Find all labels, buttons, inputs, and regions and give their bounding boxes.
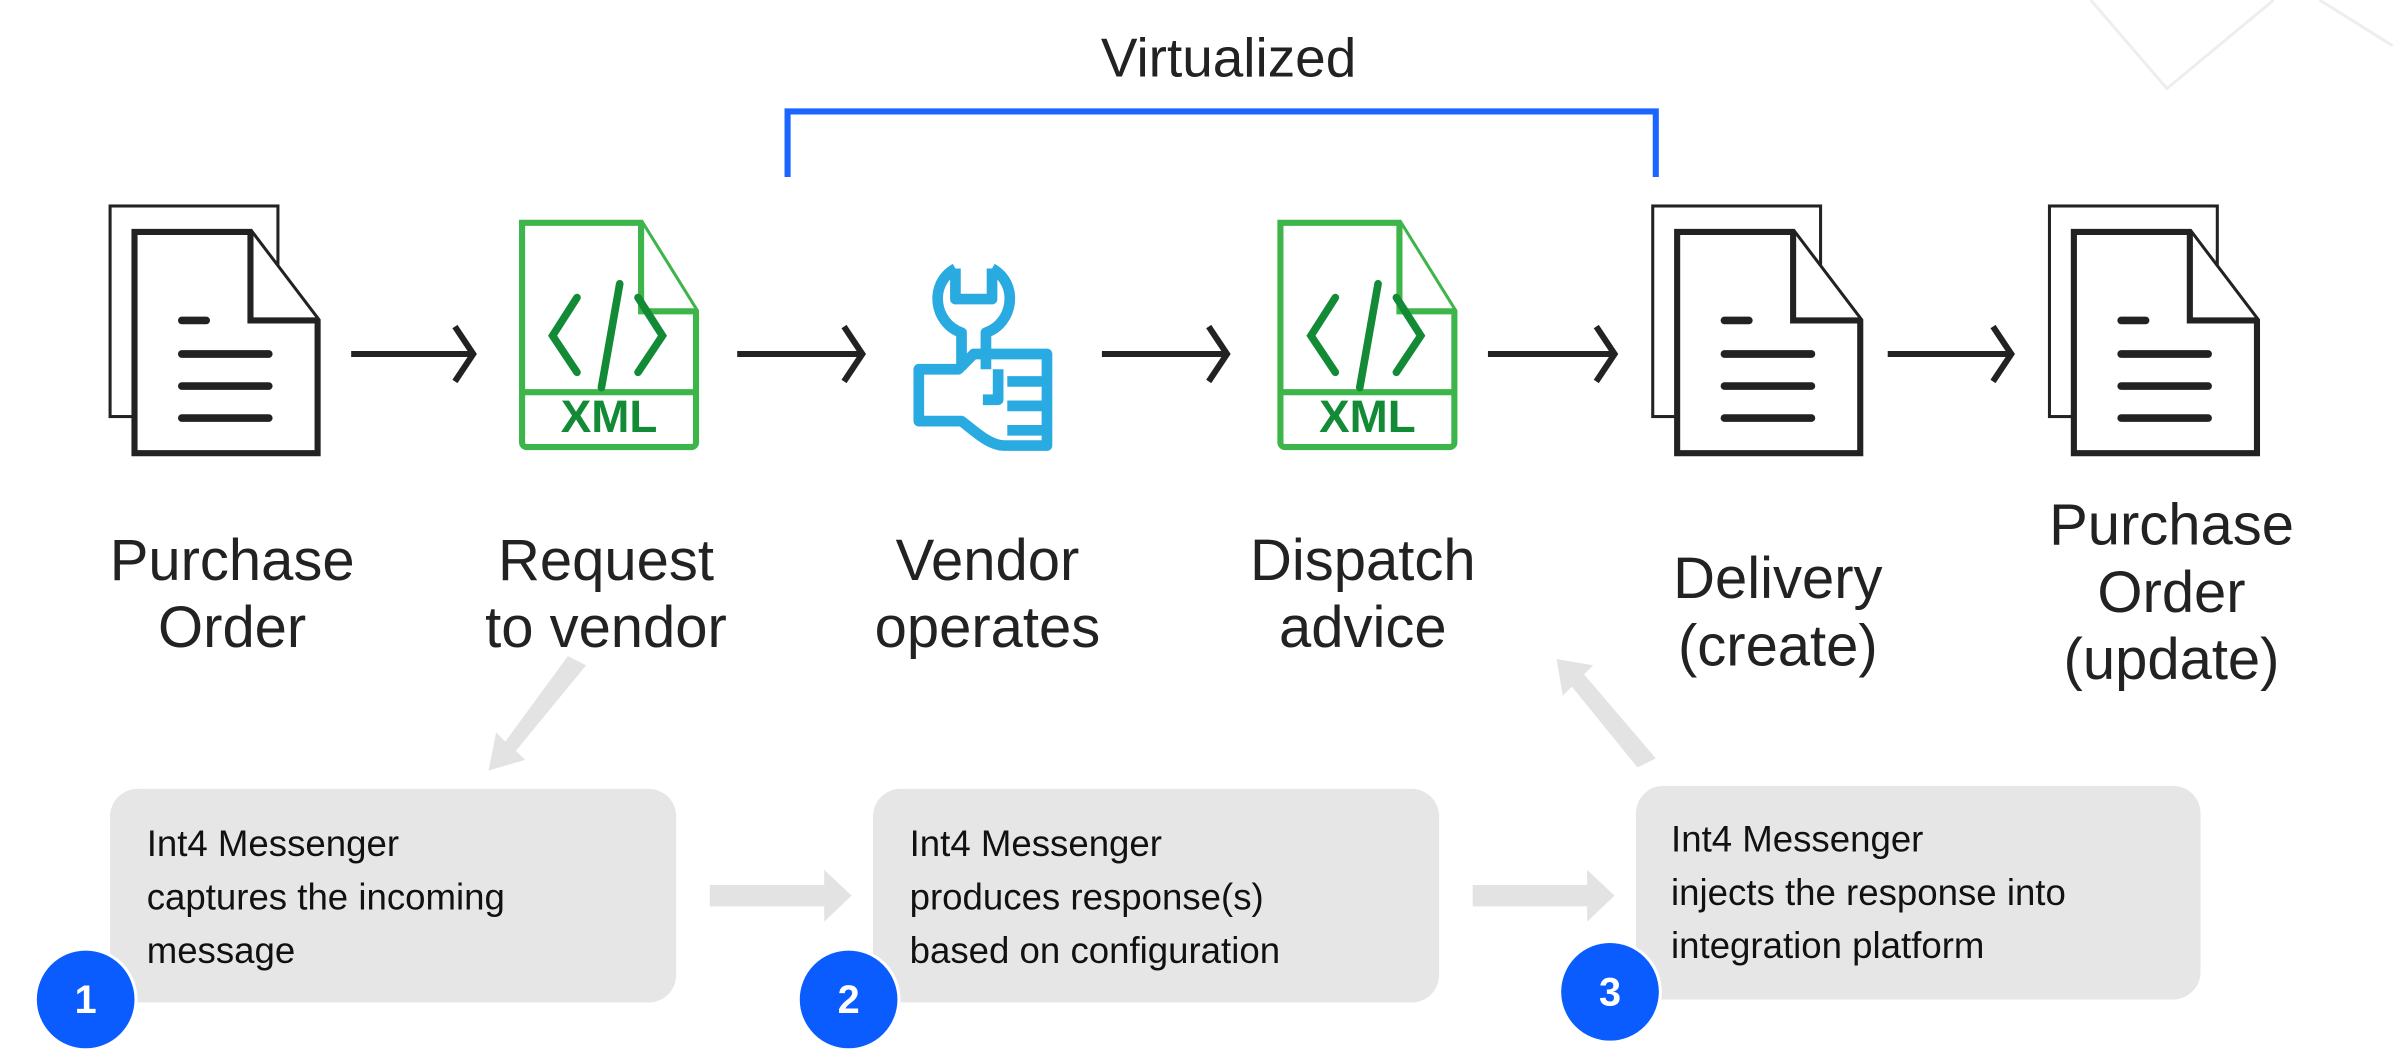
step-number-badge — [1558, 939, 1662, 1044]
svg-text:2: 2 — [838, 978, 860, 1022]
flow-arrows — [351, 324, 2015, 384]
purchase-order-update-document-icon — [2049, 206, 2257, 453]
xml-label: XML — [1319, 391, 1416, 442]
virtualized-bracket — [784, 108, 1659, 177]
purchase-order-document-icon — [110, 206, 318, 453]
step-number-badge — [33, 947, 138, 1052]
messenger-arrows — [488, 656, 1656, 922]
step-number-badge — [796, 947, 901, 1052]
svg-text:1: 1 — [75, 978, 97, 1022]
step-label: Delivery(create) — [1673, 547, 1882, 678]
xml-label: XML — [561, 391, 658, 442]
svg-text:3: 3 — [1599, 971, 1621, 1015]
decorative-lines — [2089, 0, 2393, 91]
delivery-document-icon — [1653, 206, 1861, 453]
wrench-hand-icon — [913, 263, 1053, 451]
virtualized-title: Virtualized — [1101, 26, 1356, 88]
